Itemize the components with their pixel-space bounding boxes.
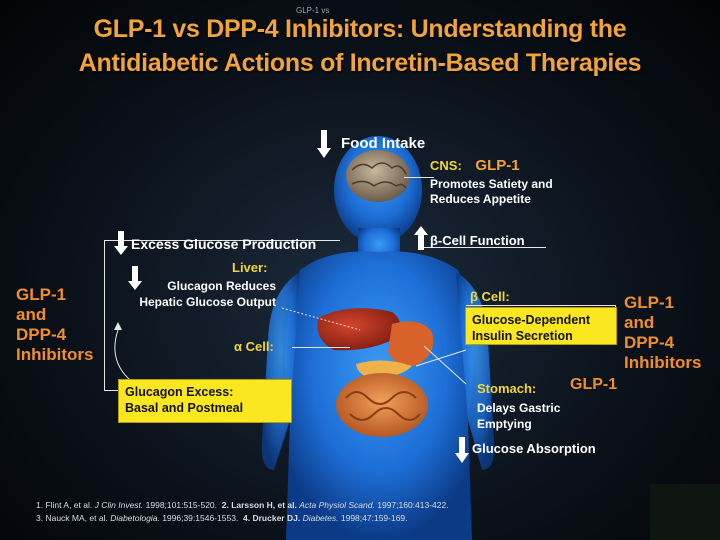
right-agent-line-4: Inhibitors xyxy=(624,353,702,372)
right-agent-line-3: DPP-4 xyxy=(624,333,675,352)
glucagon-excess-box: Glucagon Excess: Basal and Postmeal xyxy=(118,379,292,423)
cns-connector xyxy=(404,177,434,178)
liver-effect: Glucagon Reduces Hepatic Glucose Output xyxy=(116,278,276,310)
left-agent-line-1: GLP-1 xyxy=(16,285,67,304)
left-agent-line-4: Inhibitors xyxy=(16,345,94,364)
ref-3-journal: Diabetologia. xyxy=(110,513,160,523)
liver-label: Liver: xyxy=(232,260,268,275)
glucagon-box-line-1: Glucagon Excess: xyxy=(125,385,234,399)
liver-shape xyxy=(317,308,401,351)
ref-4-authors: 4. Drucker DJ. xyxy=(243,513,301,523)
insulin-box-line-1: Glucose-Dependent xyxy=(472,313,591,327)
corner-block xyxy=(650,484,720,540)
liver-effect-line-1: Glucagon Reduces xyxy=(167,279,276,293)
ref-1-journal: J Clin Invest. xyxy=(94,500,144,510)
ref-4-journal: Diabetes. xyxy=(302,513,339,523)
pancreas-shape xyxy=(356,360,412,378)
cns-effect-line-2: Reduces Appetite xyxy=(430,192,531,206)
right-agents-label: GLP-1 and DPP-4 Inhibitors xyxy=(624,293,701,373)
liver-effect-line-2: Hepatic Glucose Output xyxy=(139,295,276,309)
left-bracket-bottom xyxy=(104,390,118,391)
ref-3-citation: 1996;39:1546-1553. xyxy=(162,513,239,523)
beta-cell-underline xyxy=(466,305,616,306)
alpha-cell-label: α Cell: xyxy=(234,339,274,354)
beta-function-up-arrow-icon xyxy=(414,226,428,250)
cns-row: CNS: GLP-1 xyxy=(430,157,520,174)
header-tag: GLP-1 vs xyxy=(296,6,330,15)
beta-cell-label: β Cell: xyxy=(470,289,510,304)
intestines-shape xyxy=(336,373,428,437)
stomach-effect-line-1: Delays Gastric xyxy=(477,401,561,415)
glucose-absorption-down-arrow-icon xyxy=(455,437,469,463)
alpha-cell-connector xyxy=(292,347,350,348)
cns-agent: GLP-1 xyxy=(475,157,520,174)
glucagon-down-arrow-icon xyxy=(128,266,142,290)
food-intake-label: Food Intake xyxy=(341,135,426,152)
ref-1-citation: 1998;101:515-520. xyxy=(145,500,218,510)
references-line-1: 1. Flint A, et al. J Clin Invest. 1998;1… xyxy=(36,499,449,512)
glucagon-box-line-2: Basal and Postmeal xyxy=(125,401,244,415)
page-title: GLP-1 vs DPP-4 Inhibitors: Understanding… xyxy=(20,12,700,80)
ref-1-authors: 1. Flint A, et al. xyxy=(36,500,93,510)
title-line-2: Antidiabetic Actions of Incretin-Based T… xyxy=(78,49,642,77)
brain-shape xyxy=(346,150,410,202)
ref-3-authors: 3. Nauck MA, et al. xyxy=(36,513,108,523)
cns-effect: Promotes Satiety and Reduces Appetite xyxy=(430,177,553,207)
glucose-absorption-label: Glucose Absorption xyxy=(472,441,596,456)
title-line-1: GLP-1 vs DPP-4 Inhibitors: Understanding… xyxy=(93,15,627,43)
references: 1. Flint A, et al. J Clin Invest. 1998;1… xyxy=(36,499,449,525)
food-intake-down-arrow-icon xyxy=(317,130,331,158)
excess-glucose-down-arrow-icon xyxy=(114,231,128,255)
stomach-effect-line-2: Emptying xyxy=(477,417,532,431)
cns-effect-line-1: Promotes Satiety and xyxy=(430,177,553,191)
references-line-2: 3. Nauck MA, et al. Diabetologia. 1996;3… xyxy=(36,512,449,525)
stomach-label: Stomach: xyxy=(477,381,537,396)
ref-2-journal: Acta Physiol Scand. xyxy=(299,500,375,510)
insulin-secretion-box: Glucose-Dependent Insulin Secretion xyxy=(465,307,617,345)
left-agent-line-2: and xyxy=(16,305,47,324)
beta-function-underline xyxy=(424,247,546,248)
insulin-box-line-2: Insulin Secretion xyxy=(472,329,573,343)
excess-glucose-production-label: Excess Glucose Production xyxy=(131,236,317,252)
right-agent-line-2: and xyxy=(624,313,655,332)
ref-2-authors: 2. Larsson H, et al. xyxy=(221,500,297,510)
beta-cell-function-label: β-Cell Function xyxy=(430,233,525,248)
stomach-agent: GLP-1 xyxy=(570,376,618,393)
stomach-effect: Delays Gastric Emptying xyxy=(477,400,560,432)
ref-2-citation: 1997;160:413-422. xyxy=(377,500,449,510)
left-agents-label: GLP-1 and DPP-4 Inhibitors xyxy=(16,285,93,365)
ref-4-citation: 1998;47:159-169. xyxy=(340,513,408,523)
left-bracket-top xyxy=(104,240,340,241)
stomach-shape xyxy=(388,321,434,367)
cns-label: CNS: xyxy=(430,158,462,173)
left-bracket-vertical xyxy=(104,240,105,390)
left-agent-line-3: DPP-4 xyxy=(16,325,67,344)
right-agent-line-1: GLP-1 xyxy=(624,293,675,312)
